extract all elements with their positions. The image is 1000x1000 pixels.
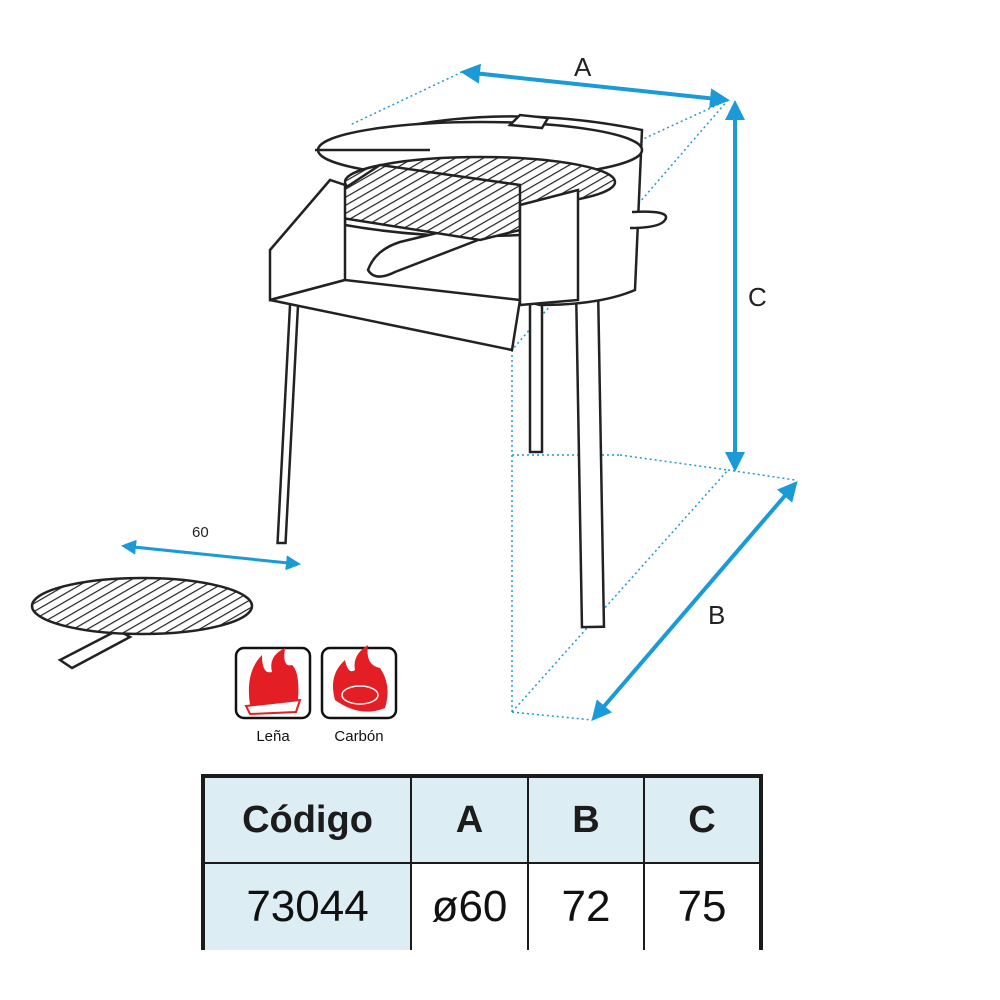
header-c: C — [643, 775, 762, 864]
dimension-a-label: A — [574, 52, 592, 82]
header-b: B — [527, 775, 645, 864]
cell-b: 72 — [527, 862, 645, 950]
firewood-label: Leña — [256, 728, 290, 745]
table-header-row: Código A B C — [202, 775, 762, 864]
spec-table: Código A B C 73044 ø60 72 75 — [201, 774, 763, 950]
dimension-c-label: C — [748, 282, 767, 312]
arrow-a — [460, 63, 730, 109]
dimension-b-label: B — [708, 600, 726, 630]
cell-code: 73044 — [202, 862, 412, 950]
table-row: 73044 ø60 72 75 — [202, 862, 762, 950]
cell-a: ø60 — [410, 862, 529, 950]
dimension-arrows — [121, 63, 798, 722]
header-code: Código — [202, 775, 412, 864]
barbecue — [268, 113, 668, 629]
arrow-60 — [121, 539, 301, 571]
cell-c: 75 — [643, 862, 762, 950]
grill-width-label: 60 — [192, 524, 209, 541]
charcoal-flame-icon — [320, 645, 398, 720]
header-a: A — [410, 775, 529, 864]
firewood-flame-icon — [234, 646, 312, 720]
arrow-b — [591, 480, 798, 722]
grill-grate-illustration — [30, 576, 254, 670]
charcoal-label: Carbón — [334, 728, 384, 745]
